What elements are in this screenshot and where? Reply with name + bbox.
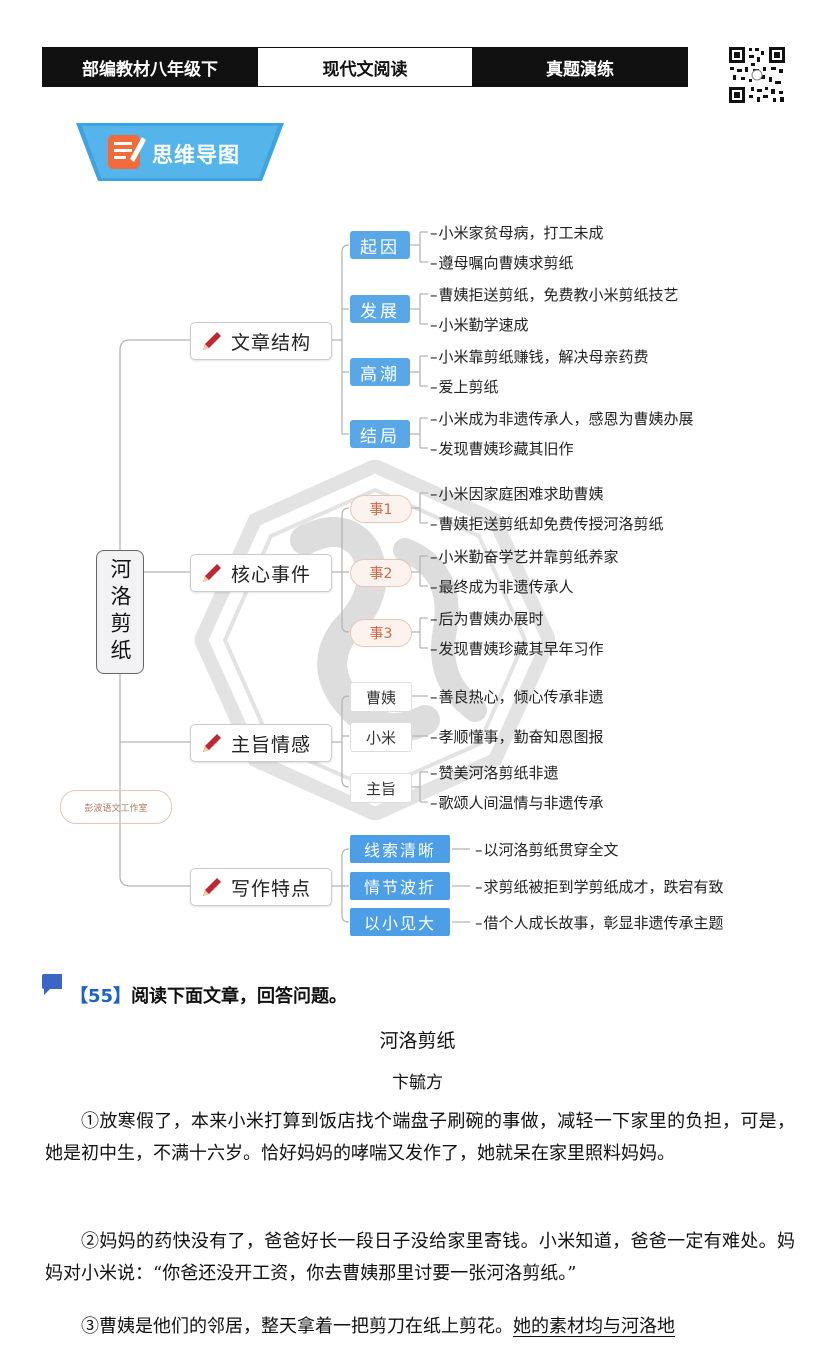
section-title: 核心事件 [231, 563, 312, 586]
leaf-item: 最终成为非遗传承人 [430, 576, 574, 597]
tag-plot-twist: 情节波折 [350, 872, 450, 900]
tag-small-to-big: 以小见大 [350, 908, 450, 936]
header-practice: 真题演练 [473, 48, 687, 86]
pencil-icon [203, 878, 221, 896]
leaf-item: 善良热心，倾心传承非遗 [430, 686, 604, 707]
question-heading: 【55】阅读下面文章，回答问题。 [70, 982, 347, 1008]
leaf-item: 遵母嘱向曹姨求剪纸 [430, 252, 574, 273]
section-theme: 主旨情感 [190, 724, 332, 762]
leaf-item: 以河洛剪纸贯穿全文 [475, 839, 619, 860]
header-subject: 现代文阅读 [257, 48, 473, 86]
leaf-item: 孝顺懂事，勤奋知恩图报 [430, 726, 604, 747]
header-grade: 部编教材八年级下 [43, 48, 257, 86]
leaf-item: 借个人成长故事，彰显非遗传承主题 [475, 912, 724, 933]
tag-climax: 高潮 [350, 358, 410, 386]
banner-title: 思维导图 [152, 143, 240, 167]
tag-event-2: 事2 [350, 559, 412, 587]
leaf-item: 曹姨拒送剪纸却免费传授河洛剪纸 [430, 513, 664, 534]
tag-event-3: 事3 [350, 619, 412, 647]
tag-theme: 主旨 [350, 773, 412, 803]
mindmap-banner [76, 123, 284, 181]
tag-xiaomi: 小米 [350, 722, 412, 752]
section-title: 主旨情感 [231, 733, 312, 756]
leaf-item: 后为曹姨办展时 [430, 608, 544, 629]
qr-code-icon[interactable] [727, 45, 787, 105]
section-title: 写作特点 [231, 877, 312, 900]
leaf-item: 小米勤奋学艺并靠剪纸养家 [430, 546, 619, 567]
leaf-item: 小米家贫母病，打工未成 [430, 222, 604, 243]
leaf-item: 爱上剪纸 [430, 376, 499, 397]
studio-stamp: 彭波语文工作室 [60, 790, 172, 824]
mindmap-root: 河洛剪纸 [96, 550, 144, 674]
tag-cause: 起因 [350, 231, 410, 259]
paragraph-3-underlined: 她的素材均与河洛地 [513, 1316, 675, 1337]
leaf-item: 曹姨拒送剪纸，免费教小米剪纸技艺 [430, 284, 679, 305]
leaf-item: 发现曹姨珍藏其早年习作 [430, 638, 604, 659]
section-events: 核心事件 [190, 554, 332, 592]
pencil-icon [203, 332, 221, 350]
pencil-icon [203, 564, 221, 582]
leaf-item: 赞美河洛剪纸非遗 [430, 762, 559, 783]
paragraph-1: ①放寒假了，本来小米打算到饭店找个端盘子刷碗的事做，减轻一下家里的负担，可是，她… [45, 1111, 795, 1164]
question-instruction: 阅读下面文章，回答问题。 [131, 986, 348, 1007]
question-number: 【55】 [70, 986, 132, 1007]
article-author: 卞毓方 [392, 1073, 443, 1093]
section-writing: 写作特点 [190, 868, 332, 906]
paragraph-3: ③曹姨是他们的邻居，整天拿着一把剪刀在纸上剪花。她的素材均与河洛地 [45, 1311, 805, 1343]
tag-clear-clue: 线索清晰 [350, 835, 450, 863]
leaf-item: 发现曹姨珍藏其旧作 [430, 438, 574, 459]
leaf-item: 小米因家庭困难求助曹姨 [430, 483, 604, 504]
leaf-item: 小米靠剪纸赚钱，解决母亲药费 [430, 346, 649, 367]
paragraph-2: ②妈妈的药快没有了，爸爸好长一段日子没给家里寄钱。小米知道，爸爸一定有难处。妈妈… [45, 1231, 795, 1284]
paragraph-3-text: ③曹姨是他们的邻居，整天拿着一把剪刀在纸上剪花。 [81, 1316, 513, 1337]
leaf-item: 歌颂人间温情与非遗传承 [430, 792, 604, 813]
tag-event-1: 事1 [350, 495, 412, 523]
article-title: 河洛剪纸 [379, 1030, 456, 1052]
tag-aunt-cao: 曹姨 [350, 682, 412, 712]
section-structure: 文章结构 [190, 322, 332, 360]
section-title: 文章结构 [231, 331, 312, 354]
tag-ending: 结局 [350, 420, 410, 448]
tag-development: 发展 [350, 295, 410, 323]
pencil-icon [203, 734, 221, 752]
leaf-item: 求剪纸被拒到学剪纸成才，跌宕有致 [475, 876, 724, 897]
leaf-item: 小米勤学速成 [430, 314, 529, 335]
leaf-item: 小米成为非遗传承人，感恩为曹姨办展 [430, 408, 694, 429]
mindmap-connectors [119, 231, 470, 923]
bookmark-icon [42, 974, 62, 995]
header-bar: 部编教材八年级下 现代文阅读 真题演练 [42, 47, 688, 87]
